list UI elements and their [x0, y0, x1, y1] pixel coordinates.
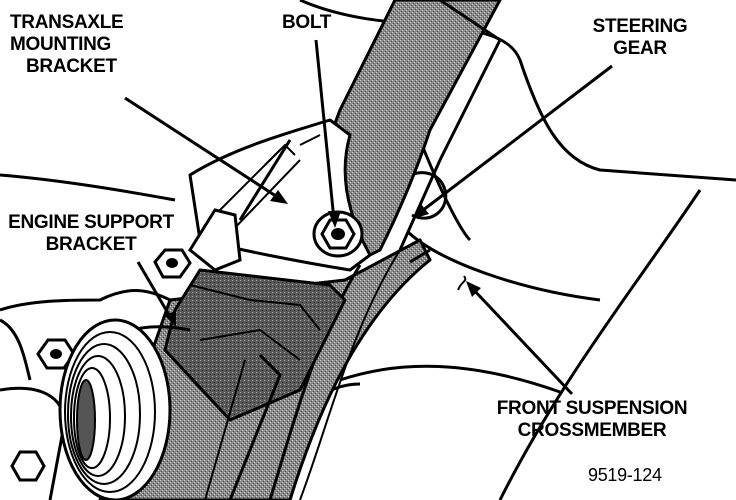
- engine-mount-nut-bottom: [10, 450, 46, 482]
- ribbed-mount: [58, 318, 172, 500]
- label-bolt: BOLT: [282, 12, 331, 34]
- upper-rail-edge: [398, 0, 502, 251]
- label-crossmember-line2: CROSSMEMBER: [517, 420, 667, 441]
- label-steering-gear: STEERING GEAR: [584, 16, 696, 60]
- label-engine-line2: BRACKET: [45, 234, 137, 255]
- engine-support-bracket: [163, 268, 347, 422]
- leader-crossmember: [470, 286, 574, 396]
- label-transaxle-line1: TRANSAXLE: [10, 12, 124, 33]
- label-steering-line2: GEAR: [613, 38, 667, 59]
- label-bolt-text: BOLT: [282, 12, 332, 33]
- bolt: [312, 210, 364, 258]
- label-crossmember-line1: FRONT SUSPENSION: [496, 398, 688, 419]
- leader-lines: [124, 39, 613, 396]
- leader-engine-support: [136, 261, 174, 321]
- label-transaxle-line2: MOUNTING: [10, 34, 112, 55]
- label-transaxle-line3: BRACKET: [26, 56, 117, 77]
- figure-number-text: 9519-124: [588, 465, 662, 485]
- bracket-plate: [188, 208, 242, 272]
- leader-steering: [417, 64, 613, 216]
- figure-number: 9519-124: [588, 464, 662, 486]
- leader-arrowheads: [164, 190, 481, 327]
- leader-bolt: [314, 39, 336, 221]
- label-engine-line1: ENGINE SUPPORT: [8, 212, 174, 233]
- label-engine-support-bracket: ENGINE SUPPORT BRACKET: [0, 212, 182, 256]
- label-transaxle-mounting-bracket: TRANSAXLE MOUNTING BRACKET: [10, 12, 124, 78]
- label-front-suspension-crossmember: FRONT SUSPENSION CROSSMEMBER: [484, 398, 700, 442]
- engine-mount-nut-upper: [153, 248, 192, 279]
- leader-transaxle: [124, 96, 283, 202]
- label-steering-line1: STEERING: [592, 16, 688, 37]
